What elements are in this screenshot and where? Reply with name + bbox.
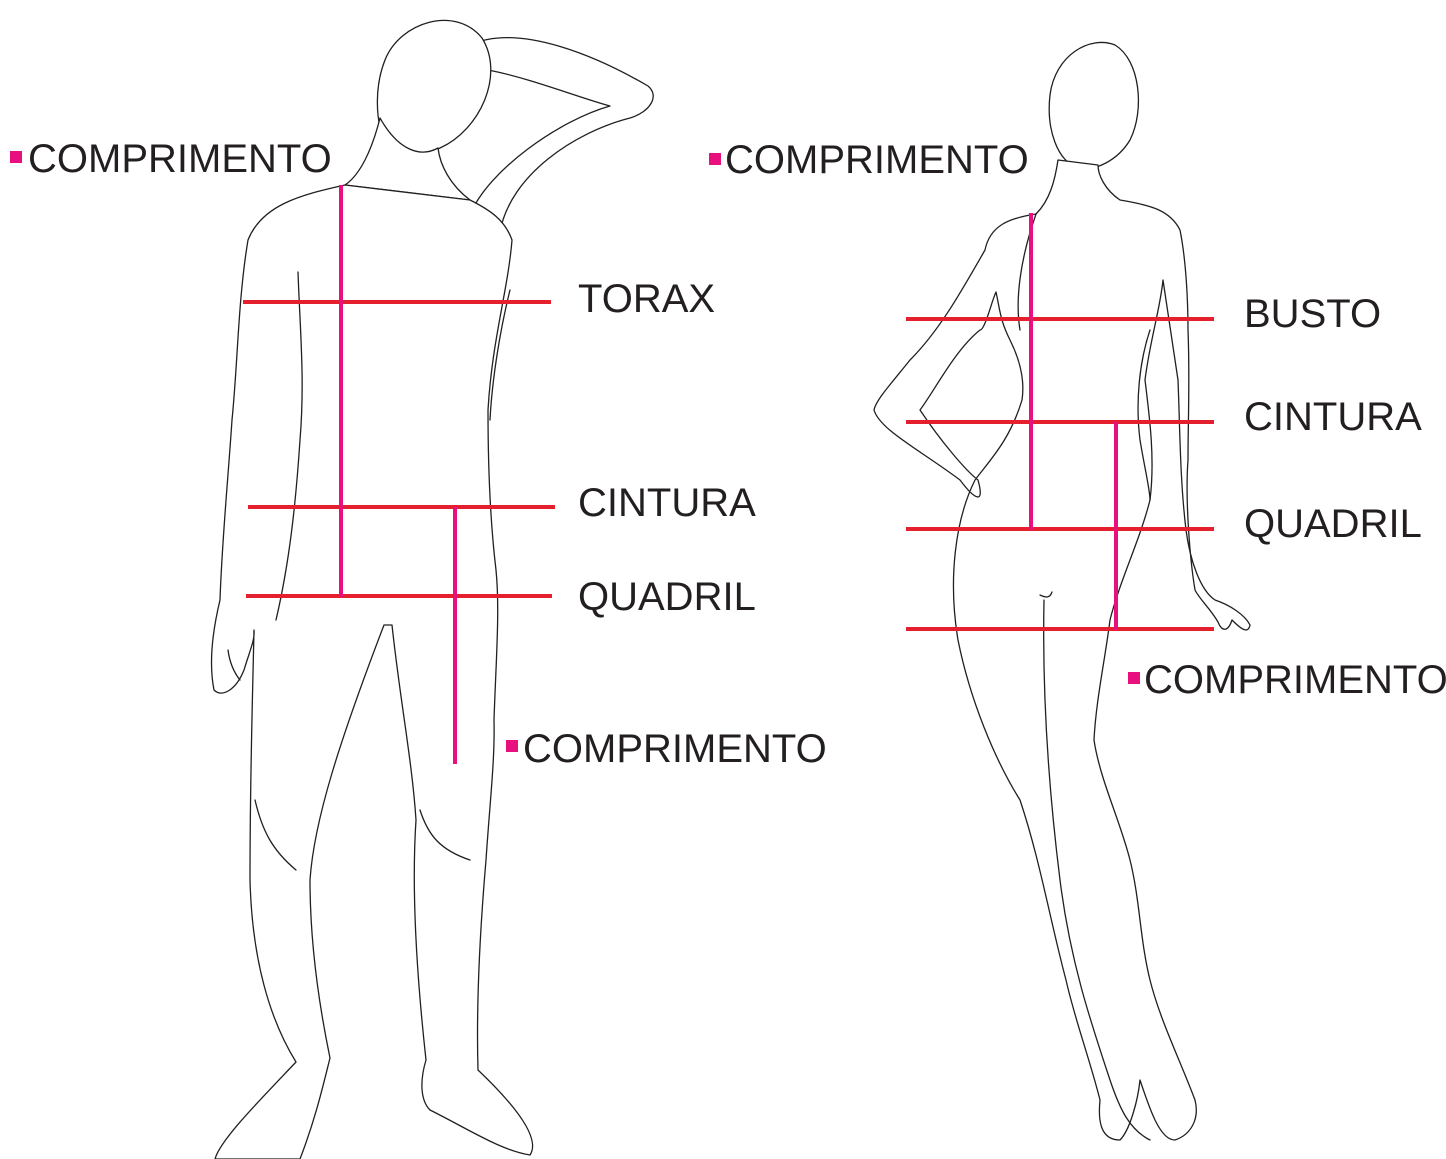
female-waist-label: CINTURA [1244,395,1422,439]
female-body [874,160,1250,1140]
female-hip-label: QUADRIL [1244,502,1422,546]
male-hip-label: QUADRIL [578,575,756,619]
male-head [377,20,490,153]
male-raised-arm [470,38,653,232]
male-body [212,185,533,1159]
female-bust-label: BUSTO [1244,292,1381,336]
female-length-bottom-label: COMPRIMENTO [1144,658,1446,702]
male-chest-label: TORAX [578,277,715,321]
male-length-top-label: COMPRIMENTO [28,137,332,181]
male-waist-label: CINTURA [578,481,756,525]
male-length-bottom-label: COMPRIMENTO [523,727,827,771]
female-length-top-label: COMPRIMENTO [725,138,1029,182]
female-length-top-bullet [709,153,721,165]
female-figure [874,42,1250,1140]
male-length-bottom-bullet [506,740,518,752]
female-head [1049,42,1138,168]
male-length-top-bullet [10,151,22,163]
female-length-bottom-bullet [1128,672,1140,684]
